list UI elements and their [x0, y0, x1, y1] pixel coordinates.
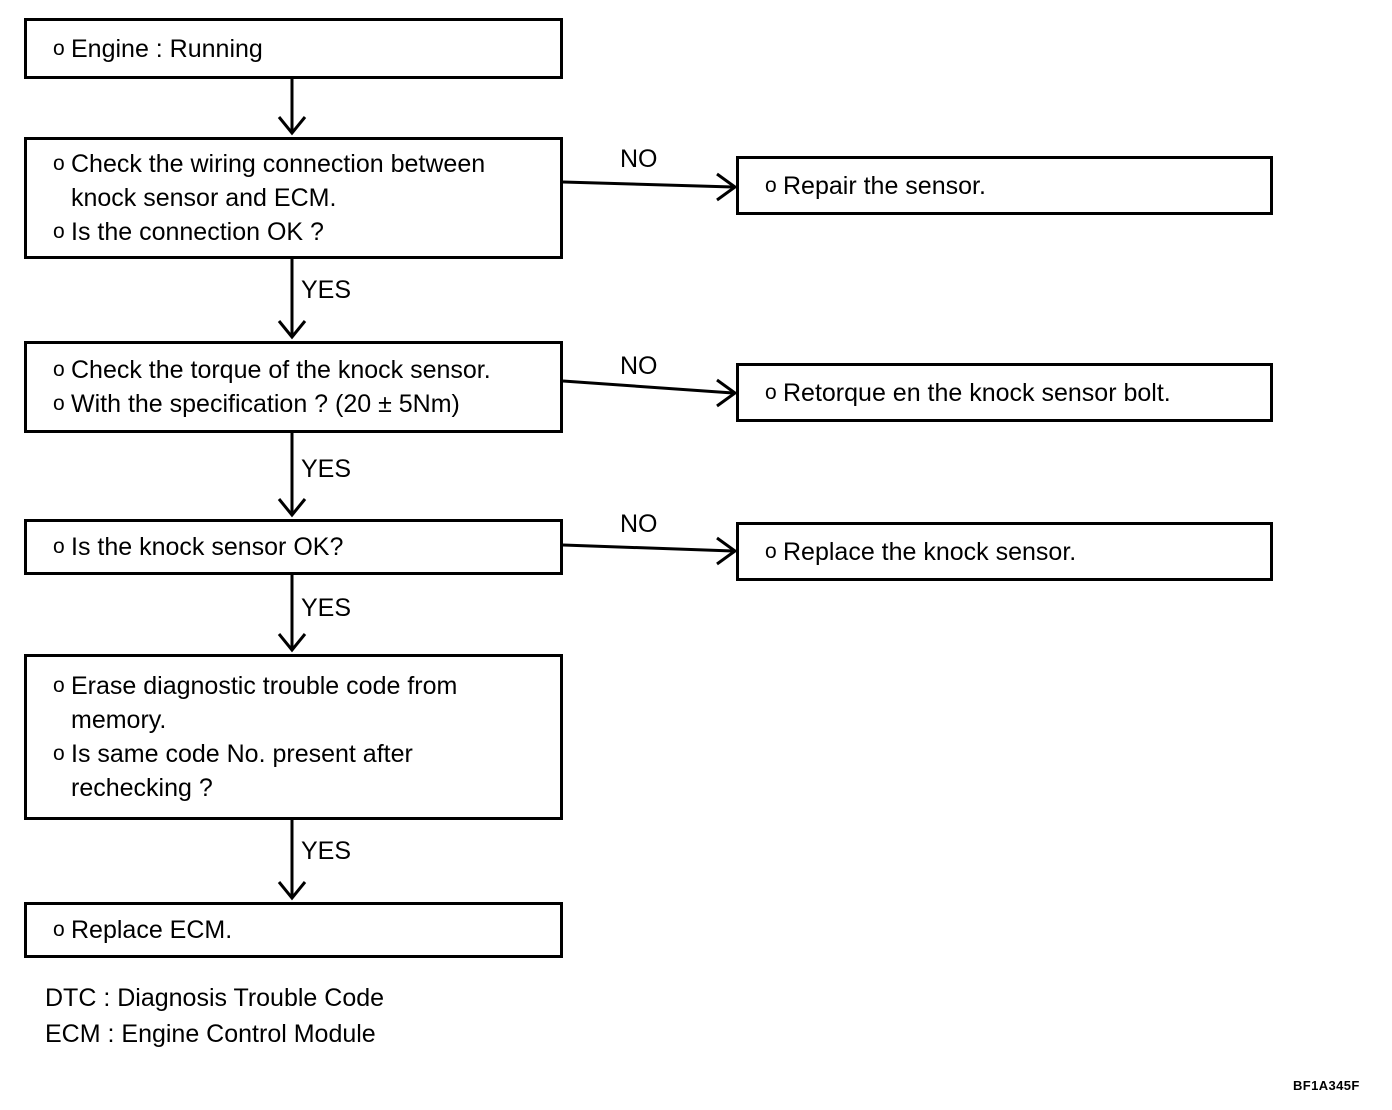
arrowhead-no-retorque-bolt — [716, 378, 738, 408]
arrowhead-sensor-ok-to-erase-code — [277, 633, 307, 653]
branch-label-yes-3: YES — [301, 594, 352, 622]
bullet-icon: o — [53, 742, 65, 765]
figure-id-code: BF1A345F — [1293, 1078, 1360, 1093]
node-erase-code: o Erase diagnostic trouble code from mem… — [24, 654, 563, 820]
arrowhead-no-repair-sensor — [716, 172, 738, 202]
bullet-icon: o — [53, 220, 65, 243]
legend-line-dtc: DTC : Diagnosis Trouble Code — [45, 984, 385, 1012]
bullet-icon: o — [53, 674, 65, 697]
node-line: o Replace ECM. — [27, 913, 560, 947]
branch-label-yes-2: YES — [301, 455, 352, 483]
node-replace-sensor: o Replace the knock sensor. — [736, 522, 1273, 581]
node-text: Check the torque of the knock sensor. — [71, 356, 491, 384]
connector-no-retorque-bolt — [562, 379, 734, 395]
bullet-icon: o — [53, 358, 65, 381]
bullet-icon: o — [53, 36, 65, 60]
connector-no-replace-sensor — [562, 543, 734, 553]
arrowhead-erase-code-to-replace-ecm — [277, 881, 307, 901]
arrowhead-check-torque-to-sensor-ok — [277, 498, 307, 518]
node-text: Replace the knock sensor. — [783, 537, 1077, 566]
node-line: o Is the connection OK ? — [27, 215, 560, 249]
node-text: Check the wiring connection between knoc… — [71, 150, 486, 212]
bullet-icon: o — [53, 535, 65, 558]
node-engine-running: o Engine : Running — [24, 18, 563, 79]
bullet-icon: o — [765, 173, 777, 197]
arrowhead-no-replace-sensor — [716, 536, 738, 566]
node-line: o Is the knock sensor OK? — [27, 530, 560, 564]
node-text: Repair the sensor. — [783, 171, 986, 200]
node-text: Is the connection OK ? — [71, 218, 324, 246]
node-line: o Erase diagnostic trouble code from mem… — [27, 669, 560, 737]
node-replace-ecm: o Replace ECM. — [24, 902, 563, 958]
node-text: Is the knock sensor OK? — [71, 533, 344, 561]
bullet-icon: o — [53, 918, 65, 941]
node-line: o Engine : Running — [27, 32, 560, 66]
arrowhead-check-wiring-to-check-torque — [277, 320, 307, 340]
node-text: With the specification ? (20 ± 5Nm) — [71, 390, 460, 418]
bullet-icon: o — [765, 539, 777, 563]
bullet-icon: o — [765, 380, 777, 404]
bullet-icon: o — [53, 392, 65, 415]
node-repair-sensor: o Repair the sensor. — [736, 156, 1273, 215]
node-text: Replace ECM. — [71, 916, 233, 944]
branch-label-no-1: NO — [620, 145, 658, 173]
branch-label-no-3: NO — [620, 510, 658, 538]
node-sensor-ok: o Is the knock sensor OK? — [24, 519, 563, 575]
bullet-icon: o — [53, 152, 65, 175]
node-retorque-bolt: o Retorque en the knock sensor bolt. — [736, 363, 1273, 422]
node-check-torque: o Check the torque of the knock sensor. … — [24, 341, 563, 433]
branch-label-yes-1: YES — [301, 276, 352, 304]
legend: DTC : Diagnosis Trouble Code ECM : Engin… — [45, 980, 384, 1052]
connector-no-repair-sensor — [562, 180, 734, 189]
node-text: Is same code No. present after recheckin… — [71, 740, 413, 802]
node-line: o Check the wiring connection between kn… — [27, 147, 560, 215]
branch-label-yes-4: YES — [301, 837, 352, 865]
legend-line-ecm: ECM : Engine Control Module — [45, 1020, 376, 1048]
node-line: o With the specification ? (20 ± 5Nm) — [27, 387, 560, 421]
arrowhead-start-to-check-wiring — [277, 116, 307, 136]
node-line: o Retorque en the knock sensor bolt. — [739, 376, 1270, 410]
node-text: Engine : Running — [71, 34, 263, 63]
node-line: o Check the torque of the knock sensor. — [27, 353, 560, 387]
branch-label-no-2: NO — [620, 352, 658, 380]
node-line: o Is same code No. present after recheck… — [27, 737, 560, 805]
node-check-wiring: o Check the wiring connection between kn… — [24, 137, 563, 259]
node-text: Retorque en the knock sensor bolt. — [783, 378, 1171, 407]
node-line: o Repair the sensor. — [739, 169, 1270, 203]
node-line: o Replace the knock sensor. — [739, 535, 1270, 569]
node-text: Erase diagnostic trouble code from memor… — [71, 672, 458, 734]
